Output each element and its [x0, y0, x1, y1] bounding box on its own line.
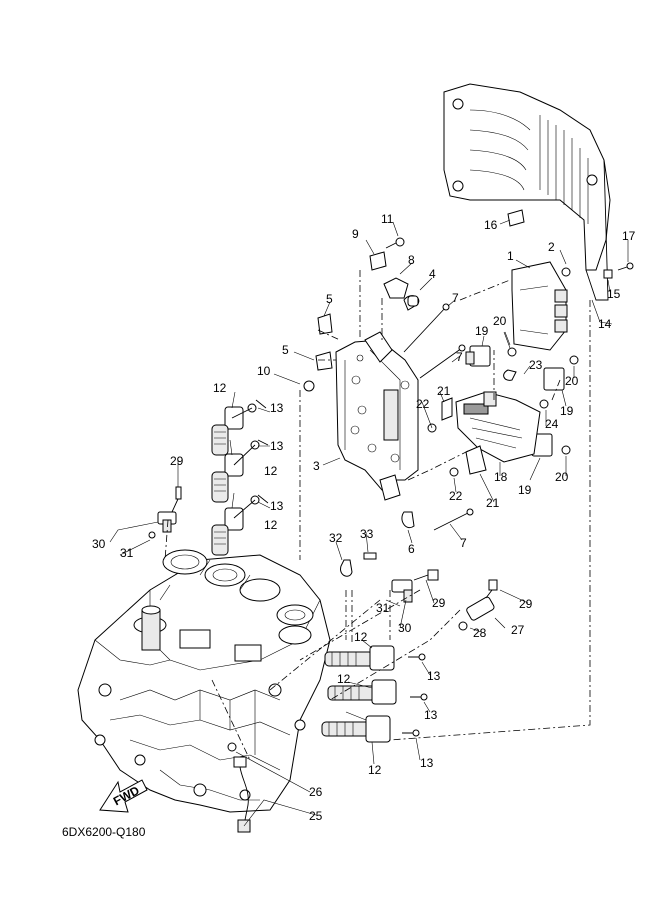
callout-24: 24 [545, 417, 559, 431]
callout-15: 15 [607, 287, 621, 301]
clamp-part-6 [401, 511, 415, 528]
callout-20-c: 20 [555, 470, 569, 484]
callout-13-b: 13 [270, 439, 284, 453]
callout-7-top: 7 [452, 291, 459, 305]
ecu-part-1 [511, 261, 571, 351]
callout-19-b: 19 [560, 404, 574, 418]
callout-13-a: 13 [270, 401, 284, 415]
callout-28: 28 [473, 626, 487, 640]
upper-small-parts [369, 237, 420, 311]
callout-33: 33 [360, 527, 374, 541]
callout-2: 2 [548, 240, 555, 254]
callout-12-b: 12 [264, 464, 278, 478]
callout-12-f: 12 [368, 763, 382, 777]
callout-21-a: 21 [437, 384, 451, 398]
callout-31-b: 31 [376, 601, 390, 615]
callout-1: 1 [507, 249, 514, 263]
callout-3: 3 [313, 459, 320, 473]
callout-11: 11 [381, 212, 394, 226]
callout-31-a: 31 [120, 546, 134, 560]
callout-29-b: 29 [432, 596, 446, 610]
callout-6: 6 [408, 542, 415, 556]
callout-12-c: 12 [264, 518, 278, 532]
callout-10: 10 [257, 364, 271, 378]
callout-29-a: 29 [170, 454, 184, 468]
callout-22-b: 22 [449, 489, 463, 503]
bolt-13-left-group [231, 399, 269, 519]
bolt-15-17-group [603, 262, 634, 279]
callout-13-f: 13 [420, 756, 434, 770]
callout-20-b: 20 [565, 374, 579, 388]
long-bolt-7-group [403, 303, 474, 531]
callout-14: 14 [598, 317, 612, 331]
callout-5-upper: 5 [326, 292, 333, 306]
callout-7-bottom: 7 [460, 536, 467, 550]
diagram-code: 6DX6200-Q180 [62, 825, 146, 839]
callout-20-a: 20 [493, 314, 507, 328]
cover-part-14 [443, 83, 611, 301]
callout-18: 18 [494, 470, 508, 484]
clip-part-5 [303, 313, 333, 392]
callout-26: 26 [309, 785, 323, 799]
clamp-part-32 [340, 552, 377, 577]
callout-13-c: 13 [270, 499, 284, 513]
callout-29-c: 29 [519, 597, 533, 611]
callout-13-e: 13 [424, 708, 438, 722]
callout-8: 8 [408, 253, 415, 267]
callout-12-a: 12 [213, 381, 227, 395]
sensor-part-30-left [148, 486, 182, 539]
callout-25: 25 [309, 809, 323, 823]
sensor-part-27 [458, 579, 498, 631]
callout-30-a: 30 [92, 537, 106, 551]
callout-17: 17 [622, 229, 636, 243]
callout-19-a: 19 [475, 324, 489, 338]
callout-13-d: 13 [427, 669, 441, 683]
callout-4: 4 [429, 267, 436, 281]
bracket-plate-3 [335, 331, 419, 501]
fwd-arrow: FWD [99, 779, 148, 813]
callout-labels: 1 2 3 4 5 5 6 7 7 7 8 9 10 11 12 12 12 1… [92, 212, 636, 823]
callout-21-b: 21 [486, 496, 500, 510]
callout-9: 9 [352, 227, 359, 241]
relay-part-19-group [465, 345, 579, 457]
sensor-part-30-middle [391, 569, 439, 603]
engine-block [77, 549, 331, 813]
callout-32: 32 [329, 531, 343, 545]
callout-23: 23 [529, 358, 543, 372]
relay-bracket-18 [427, 391, 541, 477]
callout-12-e: 12 [337, 672, 351, 686]
assembly-lines [164, 270, 591, 761]
callout-22-a: 22 [416, 397, 430, 411]
leader-lines [109, 219, 629, 827]
ignition-coil-right-group [321, 645, 428, 743]
callout-5-lower: 5 [282, 343, 289, 357]
callout-27: 27 [511, 623, 525, 637]
callout-12-d: 12 [354, 630, 368, 644]
callout-19-c: 19 [518, 483, 532, 497]
ignition-coil-left-group [211, 403, 260, 556]
callout-30-b: 30 [398, 621, 412, 635]
callout-7-middle: 7 [456, 350, 463, 364]
callout-16: 16 [484, 218, 498, 232]
